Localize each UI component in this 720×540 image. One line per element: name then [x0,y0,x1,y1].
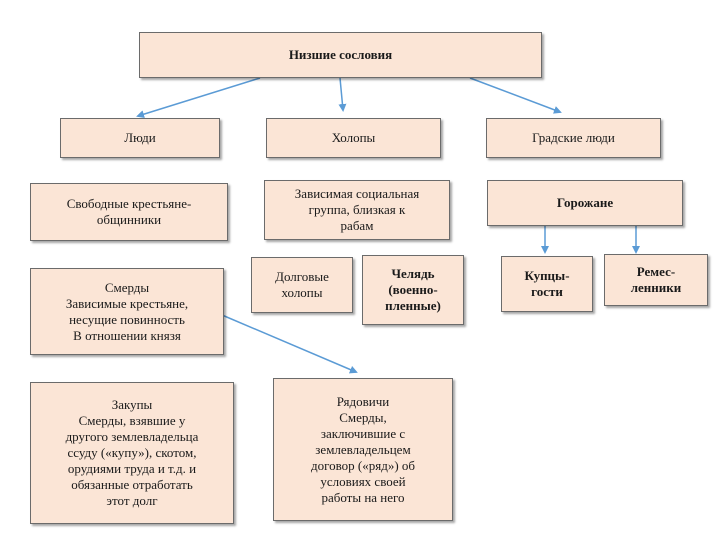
kuptsy-box: Купцы- гости [501,256,593,312]
arrow-root-to-townspeople [469,77,562,114]
debt-serfs-box: Долговые холопы [251,257,353,313]
category-people: Люди [60,118,220,158]
category-townspeople: Градские люди [486,118,661,158]
chelyad-box: Челядь (военно- пленные) [362,255,464,325]
smerdy-box: Смерды Зависимые крестьяне, несущие пови… [30,268,224,355]
arrow-root-to-serfs [338,77,347,112]
remeslenniki-box: Ремес- ленники [604,254,708,306]
zakupy-box: Закупы Смерды, взявшие у другого землевл… [30,382,234,524]
free-peasants-box: Свободные крестьяне- общинники [30,183,228,241]
ryadovichi-box: Рядовичи Смерды, заключившие с землевлад… [273,378,453,521]
gorozhane-box: Горожане [487,180,683,226]
category-serfs: Холопы [266,118,441,158]
root-box: Низшие сословия [139,32,542,78]
dependent-group-box: Зависимая социальная группа, близкая к р… [264,180,450,240]
arrow-smerdy-to-ryadovichi [221,314,358,374]
arrow-root-to-people [136,77,261,119]
